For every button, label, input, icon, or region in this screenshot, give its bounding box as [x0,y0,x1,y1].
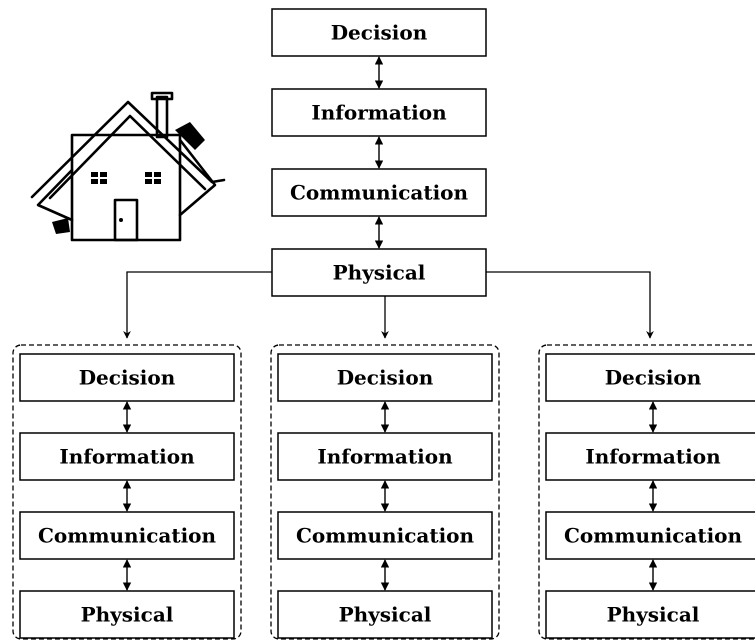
layer-label: Information [317,445,453,469]
layer-label: Information [311,101,447,125]
layer-box [545,353,755,402]
node-2-layer-physical: Physical [277,590,493,639]
layer-label: Communication [290,181,469,205]
layer-box [271,88,487,137]
node-frame [270,344,500,640]
central-layer-information: Information [271,88,487,137]
branch-connectors [123,271,654,339]
node-3-layer-physical: Physical [545,590,755,639]
layer-label: Decision [605,366,702,390]
layer-box [545,432,755,481]
layer-box [19,590,235,639]
central-layer-communication: Communication [271,168,487,217]
layer-label: Physical [333,261,426,285]
node-1-layer-communication: Communication [19,511,235,560]
node-frame [538,344,755,640]
node-3-layer-communication: Communication [545,511,755,560]
node-1-layer-information: Information [19,432,235,481]
node-1-layer-decision: Decision [19,353,235,402]
branch-arrow-right [486,271,654,339]
central-layer-physical: Physical [271,248,487,297]
layer-label: Communication [296,524,475,548]
node-3-layer-decision: Decision [545,353,755,402]
layer-box [277,353,493,402]
layer-label: Physical [607,603,700,627]
layer-box [271,8,487,57]
node-2-layer-decision: Decision [277,353,493,402]
node-2-layer-communication: Communication [277,511,493,560]
layer-box [545,511,755,560]
layer-box [277,432,493,481]
layer-box [19,353,235,402]
layer-label: Information [59,445,195,469]
node-stacks: DecisionInformationCommunicationPhysical… [12,344,755,640]
layer-box [545,590,755,639]
layer-box [277,511,493,560]
layer-box [271,248,487,297]
layer-box [19,432,235,481]
layer-box [19,511,235,560]
layer-label: Information [585,445,721,469]
layer-label: Decision [337,366,434,390]
layer-label: Communication [38,524,217,548]
central-layer-decision: Decision [271,8,487,57]
layer-label: Decision [79,366,176,390]
node-3-layer-information: Information [545,432,755,481]
layer-label: Physical [339,603,432,627]
layer-label: Communication [564,524,743,548]
node-2-layer-information: Information [277,432,493,481]
node-frame [12,344,242,640]
house-icon [30,91,226,242]
layer-box [277,590,493,639]
layer-box [271,168,487,217]
node-1-layer-physical: Physical [19,590,235,639]
layer-label: Decision [331,21,428,45]
layer-label: Physical [81,603,174,627]
branch-arrow-left [123,271,272,339]
